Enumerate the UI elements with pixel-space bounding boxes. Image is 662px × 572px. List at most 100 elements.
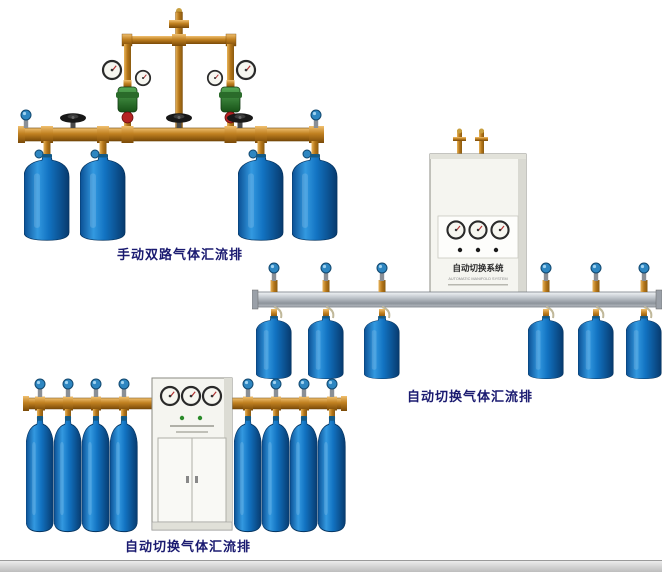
gas-cylinder bbox=[318, 416, 346, 533]
cylinder-stations-right bbox=[234, 378, 346, 533]
valve-knob bbox=[62, 378, 74, 398]
pigtail-hose bbox=[643, 306, 653, 319]
cabinet-plinth bbox=[151, 521, 233, 531]
valve-knob bbox=[540, 262, 552, 282]
valve-knob bbox=[268, 262, 280, 282]
union-fitting bbox=[299, 396, 309, 411]
union-fitting bbox=[121, 126, 134, 143]
cylinder-valve bbox=[271, 309, 277, 318]
caption-auto-switch-wall: 自动切换气体汇流排 bbox=[406, 389, 533, 404]
cylinder-stations bbox=[256, 262, 662, 380]
center-outlet-pipe bbox=[175, 11, 183, 131]
indicator-light bbox=[179, 415, 185, 421]
pipe-end-cap bbox=[23, 396, 29, 411]
drop-pipe bbox=[245, 409, 251, 419]
gas-cylinder bbox=[262, 416, 290, 533]
union-fitting bbox=[224, 126, 237, 143]
union-fitting bbox=[243, 396, 253, 411]
drop-pipe bbox=[273, 409, 279, 419]
pigtail-hose bbox=[381, 306, 391, 319]
indicator-light bbox=[457, 247, 463, 253]
valve-knob bbox=[242, 378, 254, 398]
rail-end-cap bbox=[655, 289, 662, 310]
gas-cylinder bbox=[290, 416, 318, 533]
cabinet-inlet-pipe bbox=[457, 130, 462, 156]
station bbox=[308, 262, 344, 380]
cylinder-valve bbox=[323, 309, 329, 318]
union-fitting bbox=[309, 126, 321, 143]
panel-text-line bbox=[170, 425, 214, 427]
cylinder-valve bbox=[641, 309, 647, 318]
pipe-end-cap bbox=[341, 396, 347, 411]
gas-cylinder bbox=[82, 416, 110, 533]
indicator-light bbox=[197, 415, 203, 421]
cabinet-side-shade bbox=[224, 378, 232, 530]
union-fitting bbox=[41, 126, 53, 143]
auto-switch-wall-illustration: 自动切换系统 AUTOMATIC MANIFOLD SYSTEM bbox=[252, 128, 662, 380]
valve-knob bbox=[270, 378, 282, 398]
drop-pipe bbox=[311, 141, 319, 156]
pressure-gauge bbox=[446, 220, 466, 240]
cabinet-trim-line bbox=[448, 284, 508, 286]
manifold-rail bbox=[253, 291, 661, 308]
drop-pipe bbox=[93, 409, 99, 419]
union-fitting bbox=[327, 396, 337, 411]
valve-knob bbox=[638, 262, 650, 282]
door-handle bbox=[186, 476, 189, 483]
valve-knob bbox=[320, 262, 332, 282]
pressure-gauge bbox=[468, 220, 488, 240]
pigtail-hose bbox=[595, 306, 605, 319]
drop-pipe bbox=[65, 409, 71, 419]
union-fitting bbox=[119, 396, 129, 411]
pressure-gauge bbox=[201, 385, 223, 407]
tee-fitting bbox=[169, 20, 189, 28]
indicator-light bbox=[493, 247, 499, 253]
cylinder-valve bbox=[379, 309, 385, 318]
valve-knob bbox=[90, 378, 102, 398]
inlet-valve bbox=[475, 137, 488, 141]
rail-end-cap bbox=[252, 289, 259, 310]
gas-cylinder bbox=[80, 154, 126, 241]
gas-cylinder bbox=[256, 316, 292, 380]
gas-cylinder bbox=[110, 416, 138, 533]
pigtail-hose bbox=[545, 306, 555, 319]
control-cabinet bbox=[151, 377, 233, 531]
manual-manifold-illustration bbox=[18, 8, 338, 241]
rail-fitting bbox=[270, 280, 278, 292]
union-fitting bbox=[91, 396, 101, 411]
valve-knob bbox=[298, 378, 310, 398]
cylinder-valve-knob bbox=[90, 149, 100, 159]
union-fitting bbox=[97, 126, 109, 143]
pressure-gauge bbox=[490, 220, 510, 240]
gas-cylinder bbox=[528, 316, 564, 380]
pressure-gauge bbox=[206, 69, 224, 87]
gas-cylinder bbox=[578, 316, 614, 380]
union-fitting bbox=[63, 396, 73, 411]
valve-knob bbox=[20, 109, 32, 129]
valve-knob bbox=[310, 109, 322, 129]
inlet-valve bbox=[453, 137, 466, 141]
rail-fitting bbox=[640, 280, 648, 292]
valve-handwheel bbox=[60, 113, 86, 128]
gas-cylinder bbox=[24, 154, 70, 241]
page-footer-strip bbox=[0, 560, 662, 572]
valve-handwheel bbox=[166, 113, 192, 128]
station bbox=[364, 262, 400, 380]
valve-knob bbox=[376, 262, 388, 282]
cylinder-valve bbox=[593, 309, 599, 318]
drop-pipe bbox=[99, 141, 107, 156]
union-fitting bbox=[255, 126, 267, 143]
panel-text-line bbox=[176, 431, 208, 433]
union-fitting bbox=[35, 396, 45, 411]
union-fitting bbox=[271, 396, 281, 411]
pressure-gauge bbox=[159, 385, 181, 407]
station bbox=[578, 262, 614, 380]
door-handle bbox=[195, 476, 198, 483]
pressure-gauge bbox=[134, 69, 152, 87]
rail-fitting bbox=[592, 280, 600, 292]
pipe-fitting bbox=[479, 128, 484, 134]
rail-fitting bbox=[378, 280, 386, 292]
cylinder-valve bbox=[543, 309, 549, 318]
pressure-regulator bbox=[115, 79, 140, 124]
pipe-end-cap bbox=[18, 126, 25, 143]
